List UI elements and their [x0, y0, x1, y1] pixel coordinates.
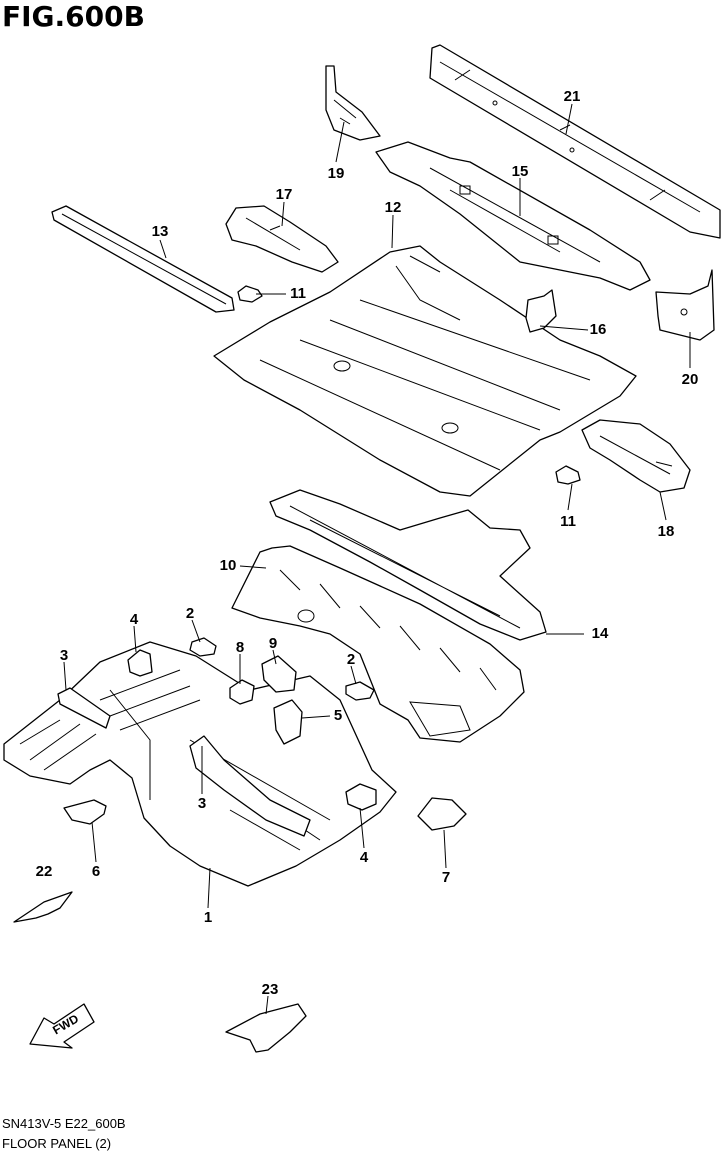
part-21-rear-cross-member[interactable]: [429, 44, 721, 239]
callout-13[interactable]: 13: [152, 223, 169, 240]
part-15-cross-member[interactable]: [375, 141, 651, 291]
leader-lines: [63, 103, 691, 1015]
part-2-clip-right[interactable]: [345, 681, 375, 701]
callout-4-lower[interactable]: 4: [360, 849, 369, 866]
callout-21[interactable]: 21: [564, 88, 581, 105]
callout-5[interactable]: 5: [334, 707, 342, 724]
part-18-bracket[interactable]: [581, 419, 691, 493]
callout-20[interactable]: 20: [682, 371, 699, 388]
figure-name: FLOOR PANEL (2): [2, 1136, 112, 1151]
part-17-bracket[interactable]: [225, 205, 339, 273]
callout-3-upper[interactable]: 3: [60, 647, 68, 664]
part-13-side-member[interactable]: [51, 205, 235, 313]
callout-14[interactable]: 14: [592, 625, 609, 642]
part-4-bracket-upper[interactable]: [127, 649, 153, 677]
part-11-plate-lower[interactable]: [555, 465, 581, 485]
callout-11-upper[interactable]: 11: [290, 285, 306, 302]
callout-labels: 21 19 15 17 13 12 11 16 20 11 18 10 14 2…: [36, 88, 699, 998]
part-22-gusset[interactable]: [13, 891, 73, 923]
part-2-clip-left[interactable]: [189, 637, 217, 657]
part-5-bracket[interactable]: [273, 699, 303, 745]
callout-6[interactable]: 6: [92, 863, 100, 880]
callout-7[interactable]: 7: [442, 869, 450, 886]
part-20-bracket[interactable]: [655, 269, 715, 341]
callout-8[interactable]: 8: [236, 639, 244, 656]
part-23-gusset[interactable]: [225, 1003, 307, 1053]
callout-22[interactable]: 22: [36, 863, 53, 880]
callout-2-right[interactable]: 2: [347, 651, 355, 668]
part-8-bracket[interactable]: [229, 679, 255, 705]
callout-10[interactable]: 10: [220, 557, 237, 574]
part-4-bracket-lower[interactable]: [345, 783, 377, 811]
callout-16[interactable]: 16: [590, 321, 607, 338]
callout-15[interactable]: 15: [512, 163, 529, 180]
callout-11-lower[interactable]: 11: [560, 513, 576, 530]
callout-12[interactable]: 12: [385, 199, 402, 216]
part-14-cross-member[interactable]: [269, 489, 547, 641]
callout-1[interactable]: 1: [204, 909, 212, 926]
part-3-reinforcement-upper[interactable]: [57, 687, 111, 729]
fwd-arrow-icon: FWD: [29, 1003, 95, 1049]
part-7-bracket[interactable]: [417, 797, 467, 831]
callout-18[interactable]: 18: [658, 523, 675, 540]
callout-23[interactable]: 23: [262, 981, 279, 998]
part-19-bracket[interactable]: [325, 65, 381, 141]
part-3-reinforcement-lower[interactable]: [189, 735, 311, 837]
figure-title: FIG.600B: [2, 0, 145, 33]
figure-code: SN413V-5 E22_600B: [2, 1116, 126, 1131]
callout-19[interactable]: 19: [328, 165, 345, 182]
part-12-rear-floor-panel[interactable]: [213, 245, 637, 497]
callout-3-lower[interactable]: 3: [198, 795, 206, 812]
callout-17[interactable]: 17: [276, 186, 293, 203]
part-10-center-floor-panel[interactable]: [231, 545, 525, 743]
part-6-bracket[interactable]: [63, 799, 107, 825]
part-9-bracket[interactable]: [261, 655, 297, 693]
part-11-plate-upper[interactable]: [237, 285, 263, 303]
part-16-bracket[interactable]: [525, 289, 557, 333]
callout-4-upper[interactable]: 4: [130, 611, 139, 628]
callout-2-left[interactable]: 2: [186, 605, 194, 622]
callout-9[interactable]: 9: [269, 635, 277, 652]
